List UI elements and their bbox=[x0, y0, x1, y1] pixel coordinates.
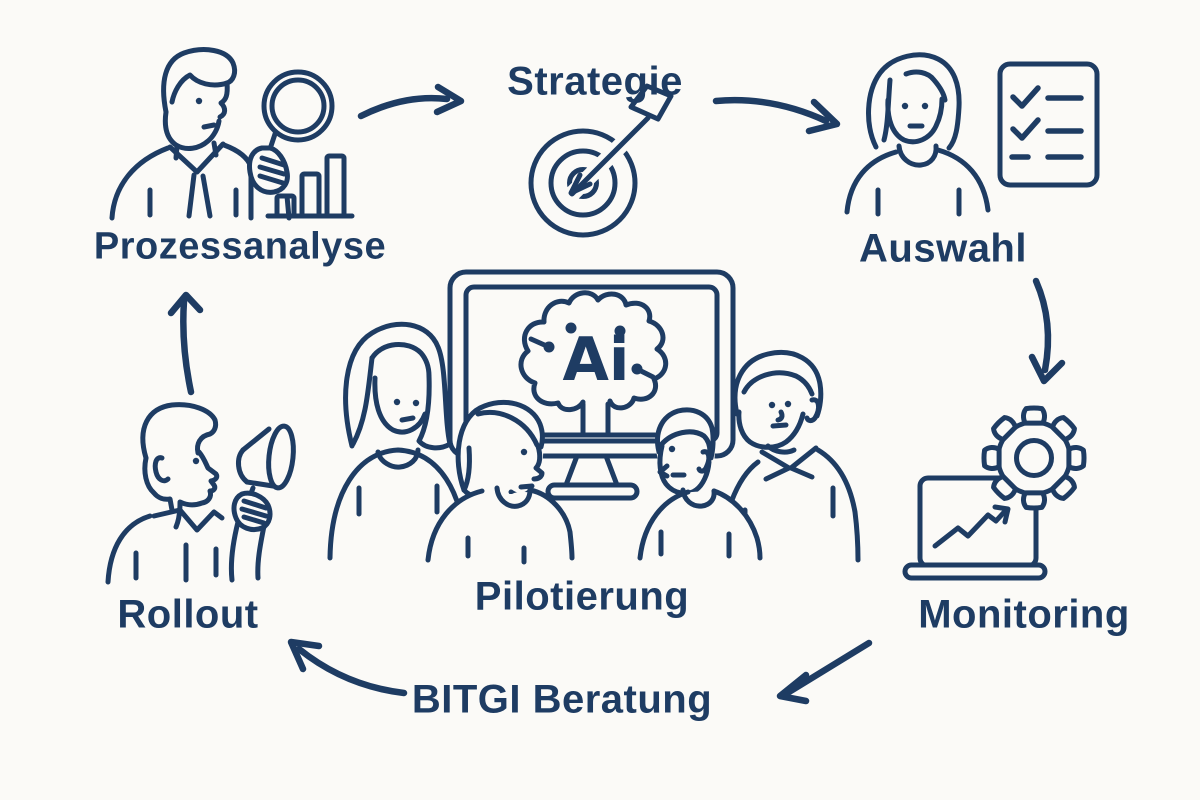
gear-icon bbox=[984, 408, 1084, 508]
team-member-woman-center bbox=[425, 399, 575, 565]
arrow-monitoring-to-bitgi bbox=[776, 639, 873, 705]
label-auswahl: Auswahl bbox=[859, 226, 1027, 271]
woman-checklist-icon bbox=[844, 52, 1100, 217]
arrow-prozessanalyse-to-strategie bbox=[357, 83, 465, 120]
trend-line-icon bbox=[932, 507, 1009, 549]
label-strategie: Strategie bbox=[507, 59, 683, 104]
team-member-man-right bbox=[717, 350, 861, 563]
arrow-bitgi-to-rollout bbox=[287, 638, 408, 697]
target-dart-icon bbox=[528, 83, 674, 238]
ai-label: Ai bbox=[562, 325, 629, 395]
magnifier-icon bbox=[247, 69, 335, 195]
team-member-man-center bbox=[637, 407, 763, 564]
arrow-rollout-to-prozessanalyse bbox=[167, 291, 204, 396]
label-pilotierung: Pilotierung bbox=[474, 574, 690, 619]
laptop-gear-icon bbox=[902, 408, 1084, 581]
megaphone-man-icon bbox=[105, 402, 296, 585]
label-rollout: Rollout bbox=[117, 592, 259, 637]
bar-chart-icon bbox=[265, 153, 355, 219]
megaphone-icon bbox=[231, 423, 296, 533]
arrow-auswahl-to-monitoring bbox=[1028, 277, 1066, 385]
laptop-base bbox=[902, 562, 1048, 581]
team-ai-monitor-icon: Ai bbox=[327, 269, 861, 565]
label-bitgi-beratung: BITGI Beratung bbox=[411, 677, 713, 722]
arrow-strategie-to-auswahl bbox=[712, 96, 841, 135]
label-monitoring: Monitoring bbox=[918, 592, 1130, 637]
checklist-icon bbox=[997, 61, 1100, 188]
analyst-magnifier-icon bbox=[109, 47, 355, 221]
label-prozessanalyse: Prozessanalyse bbox=[93, 225, 387, 268]
